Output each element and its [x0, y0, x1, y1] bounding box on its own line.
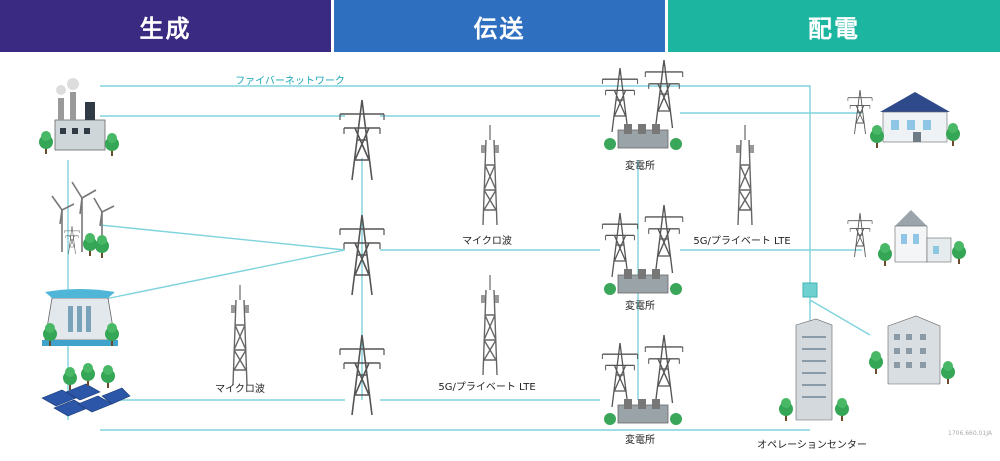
- substation-icon-1: [602, 60, 682, 150]
- header-distribution: 配電: [668, 0, 1000, 52]
- wind-turbine-icon: [51, 181, 115, 258]
- power-plant-icon: [39, 78, 119, 156]
- connection-lines: [67, 85, 871, 431]
- lte-tower-icon-2: [735, 124, 755, 226]
- microwave-label-2: マイクロ波: [462, 236, 512, 247]
- lte-label-1: 5G/プライベート LTE: [438, 382, 536, 393]
- substation-icon-3: [602, 335, 682, 425]
- network-hub-node: [802, 282, 818, 298]
- fiber-network-label: ファイバーネットワーク: [235, 76, 345, 87]
- substation-icon-2: [602, 205, 682, 295]
- distribution-pole-icon-1: [847, 89, 873, 135]
- substation-label-2: 変電所: [625, 301, 655, 312]
- document-code: 1706.660.01JA: [948, 430, 992, 437]
- fiber-network-line: [100, 85, 811, 305]
- substation-label-3: 変電所: [625, 435, 655, 446]
- lte-tower-icon-1: [480, 274, 500, 376]
- microwave-tower-icon-1: [230, 284, 250, 386]
- header-generation: 生成: [0, 0, 331, 52]
- hydro-dam-icon: [42, 289, 119, 346]
- house-icon-1: [870, 92, 960, 148]
- header-transmission: 伝送: [334, 0, 665, 52]
- operations-center-icon: [779, 318, 849, 421]
- microwave-tower-icon-2: [480, 124, 500, 226]
- microwave-label-1: マイクロ波: [215, 384, 265, 395]
- lte-label-2: 5G/プライベート LTE: [693, 236, 791, 247]
- house-icon-2: [878, 210, 966, 266]
- substation-label-1: 変電所: [625, 161, 655, 172]
- office-building-icon: [869, 315, 955, 385]
- solar-farm-icon: [41, 363, 131, 417]
- operations-center-label: オペレーションセンター: [757, 440, 867, 451]
